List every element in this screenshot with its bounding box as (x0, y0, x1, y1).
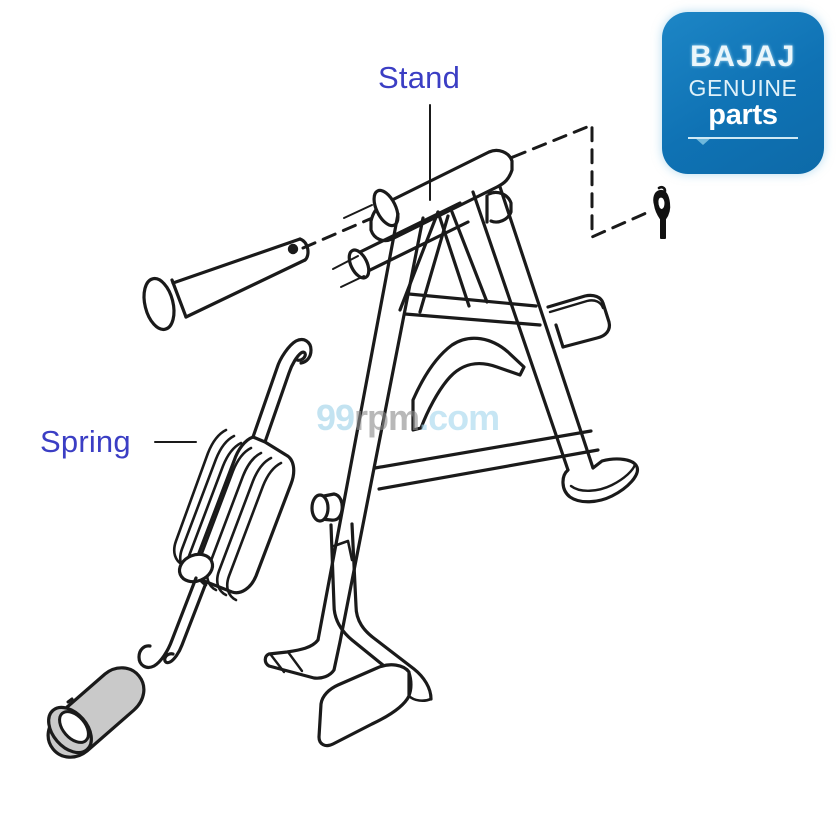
leader-lines (154, 104, 431, 443)
return-spring-part (137, 338, 313, 669)
brand-word-parts: parts (708, 99, 778, 131)
brand-word-genuine: GENUINE (688, 75, 798, 101)
brand-name-bajaj: BAJAJ (690, 40, 796, 73)
stand-legs (263, 185, 640, 680)
pivot-pin-part (142, 237, 310, 332)
chevron-down-icon (694, 137, 712, 145)
brand-underline (688, 132, 798, 145)
bajaj-genuine-parts-logo: BAJAJ GENUINE parts (662, 12, 824, 174)
stand-cross-braces (373, 210, 600, 491)
pivot-bush-part (46, 666, 146, 759)
cotter-pin-part (653, 185, 671, 239)
stand-kick-lever (317, 522, 433, 748)
brand-rule-line (688, 137, 798, 139)
stand-pivot-tube (332, 148, 514, 288)
stand-spring-peg (310, 492, 344, 523)
part-label-spring: Spring (40, 424, 131, 459)
part-label-stand: Stand (378, 60, 461, 95)
